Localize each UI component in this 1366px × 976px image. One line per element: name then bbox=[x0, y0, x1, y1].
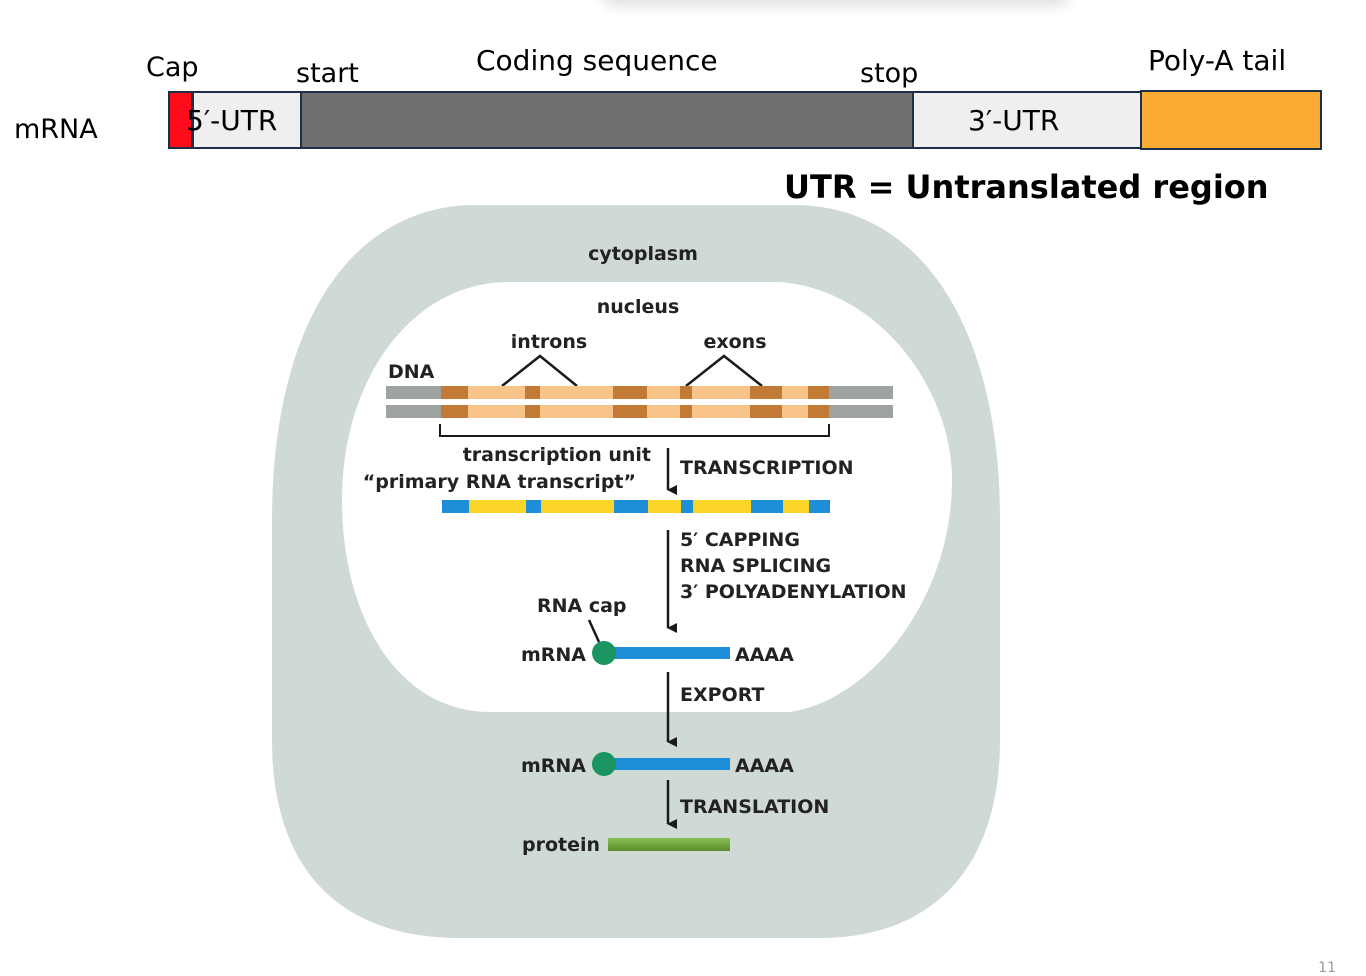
splicing-step-label: RNA SPLICING bbox=[680, 555, 831, 577]
translation-step-label: TRANSLATION bbox=[680, 796, 829, 818]
transcription-step-label: TRANSCRIPTION bbox=[680, 457, 854, 479]
primary-rna-transcript bbox=[442, 500, 830, 513]
poly-a-tail-segment bbox=[1140, 90, 1322, 150]
stop-label: stop bbox=[860, 58, 919, 89]
dna-exon bbox=[808, 405, 829, 418]
rna-exon bbox=[681, 500, 693, 513]
nuclear-mrna-label: mRNA bbox=[521, 644, 586, 666]
rna-cap-pointer bbox=[587, 619, 601, 643]
cytoplasm-label: cytoplasm bbox=[588, 243, 698, 265]
rna-exon bbox=[751, 500, 783, 513]
five-utr-text: 5′-UTR bbox=[186, 104, 278, 137]
rna-exon bbox=[614, 500, 648, 513]
dna-exon bbox=[808, 386, 829, 399]
capping-step-label: 5′ CAPPING bbox=[680, 529, 800, 551]
dna-exon bbox=[680, 405, 692, 418]
dna-exon bbox=[525, 386, 540, 399]
introns-label: introns bbox=[511, 331, 587, 353]
protein-bar bbox=[608, 838, 730, 851]
exons-label: exons bbox=[703, 331, 766, 353]
poly-a-tail-label: Poly-A tail bbox=[1148, 44, 1287, 77]
dna-exon bbox=[525, 405, 540, 418]
nuclear-mrna-strand bbox=[604, 647, 730, 659]
rna-exon bbox=[442, 500, 469, 513]
cap-segment bbox=[168, 91, 193, 149]
coding-sequence-label: Coding sequence bbox=[476, 44, 718, 77]
coding-sequence-segment bbox=[300, 91, 914, 149]
dna-exon bbox=[613, 386, 647, 399]
page-number: 11 bbox=[1318, 960, 1336, 976]
three-utr-text: 3′-UTR bbox=[968, 104, 1060, 137]
introns-pointer bbox=[501, 354, 578, 387]
cytoplasmic-poly-a-label: AAAA bbox=[735, 755, 794, 777]
cytoplasmic-mrna-strand bbox=[604, 758, 730, 770]
dna-exon bbox=[613, 405, 647, 418]
dna-exon bbox=[441, 386, 468, 399]
transcription-unit-bracket bbox=[439, 424, 830, 437]
dna-flank-right bbox=[829, 386, 893, 399]
cytoplasmic-mrna-cap-icon bbox=[592, 752, 616, 776]
dna-label: DNA bbox=[388, 361, 435, 383]
dna-flank-left bbox=[386, 386, 441, 399]
five-utr-segment bbox=[192, 91, 302, 149]
dna-flank-right bbox=[829, 405, 893, 418]
exons-pointer bbox=[685, 354, 763, 387]
cytoplasmic-mrna-label: mRNA bbox=[521, 755, 586, 777]
cap-label: Cap bbox=[146, 52, 199, 83]
start-label: start bbox=[296, 58, 359, 89]
dna-exon bbox=[441, 405, 468, 418]
polyadenylation-step-label: 3′ POLYADENYLATION bbox=[680, 581, 907, 603]
utr-definition: UTR = Untranslated region bbox=[784, 168, 1269, 206]
rna-exon bbox=[809, 500, 830, 513]
rna-exon bbox=[526, 500, 541, 513]
mrna-row-label: mRNA bbox=[14, 114, 98, 145]
dna-exon bbox=[750, 386, 782, 399]
nuclear-poly-a-label: AAAA bbox=[735, 644, 794, 666]
dna-double-strand bbox=[386, 386, 893, 418]
rna-cap-label: RNA cap bbox=[537, 595, 627, 617]
dna-flank-left bbox=[386, 405, 441, 418]
export-step-label: EXPORT bbox=[680, 684, 764, 706]
nuclear-mrna-cap-icon bbox=[592, 641, 616, 665]
dna-exon bbox=[680, 386, 692, 399]
protein-label: protein bbox=[522, 834, 600, 856]
transcription-unit-label: transcription unit bbox=[463, 444, 651, 466]
nucleus-label: nucleus bbox=[597, 296, 680, 318]
dna-exon bbox=[750, 405, 782, 418]
primary-transcript-label: “primary RNA transcript” bbox=[363, 471, 636, 493]
three-utr-segment bbox=[912, 91, 1142, 149]
